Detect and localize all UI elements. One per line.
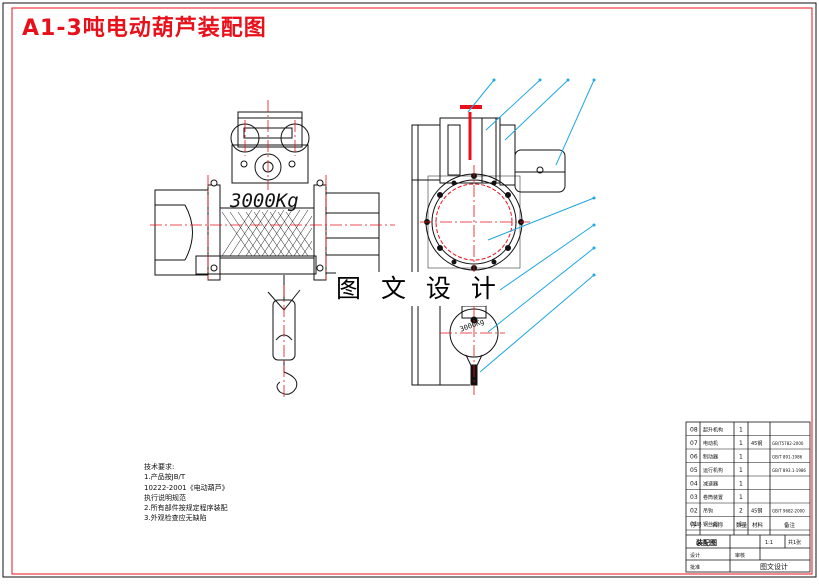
bom-cell-std: GB/T 9682-2000	[772, 509, 805, 514]
bom-cell-std: GB/T5782-2000	[772, 441, 804, 446]
bom-cell-name: 吊钩	[703, 508, 713, 515]
bom-cell-name: 运行机构	[703, 467, 723, 474]
front-centerlines	[150, 100, 395, 400]
bom-header-material: 材料	[752, 521, 764, 529]
notes-heading: 技术要求:	[144, 463, 175, 471]
front-view	[154, 111, 380, 395]
title-block-sheet: 共1张	[788, 539, 801, 546]
bom-header-no: 序号	[691, 521, 703, 529]
bom-cell-qty: 1	[739, 521, 743, 528]
bom-cell-name: 钢丝绳	[703, 521, 718, 528]
bom-cell-no: 01	[690, 521, 698, 528]
bom-cell-qty: 1	[739, 481, 743, 488]
title-block-scale: 1:1	[765, 540, 773, 546]
drum-base	[195, 255, 317, 275]
bom-cell-qty: 1	[739, 427, 743, 434]
side-motor	[514, 149, 566, 193]
bom-cell-name: 减速器	[703, 481, 718, 488]
notes-line-5: 3.外观检查应无缺陷	[144, 514, 207, 523]
bom-row-lines	[686, 435, 810, 531]
title-block-checked: 审核	[735, 552, 745, 559]
motor-housing	[325, 192, 380, 274]
trolley-frame	[237, 111, 303, 148]
notes-line-4: 2.所有部件按规定程序装配	[144, 504, 228, 513]
leader-dots	[492, 78, 596, 277]
hook	[276, 371, 298, 395]
left-end-housing	[154, 189, 209, 276]
drum-capacity-label: 3000Kg	[229, 190, 299, 212]
bom-header-qty: 数量	[736, 521, 748, 529]
bom-cell-qty: 1	[739, 494, 743, 501]
title-block-approved: 批准	[690, 564, 700, 571]
bom-cell-no: 02	[690, 508, 698, 515]
notes-line-3: 执行说明规范	[144, 493, 186, 502]
bom-cell-name: 制动器	[703, 454, 718, 461]
bom-cell-std: GB/T 893.1-1986	[772, 468, 806, 473]
rope-hatch	[221, 209, 313, 257]
drum	[219, 207, 315, 259]
bom-table	[685, 421, 811, 573]
bom-cell-qty: 2	[739, 508, 743, 515]
title-block-drawn: 设计	[690, 552, 700, 559]
bom-cell-qty: 1	[739, 454, 743, 461]
bom-cell-no: 04	[690, 481, 698, 488]
notes-line-2: 10222-2001《电动葫芦》	[144, 483, 229, 492]
part-leaders	[467, 79, 595, 373]
bom-header-std: 备注	[784, 521, 796, 529]
side-view	[411, 105, 566, 386]
notes-line-1: 1.产品按JB/T	[144, 473, 186, 482]
bom-cell-no: 07	[690, 440, 698, 447]
bom-cell-name: 卷筒装置	[703, 494, 723, 501]
bom-cell-material: 45钢	[751, 508, 762, 515]
bom-cell-material: 45钢	[751, 440, 762, 447]
title-block-drawing-name: 装配图	[695, 538, 717, 547]
bom-header-name: 名称	[712, 521, 724, 529]
watermark: 图 文 设 计	[336, 272, 496, 306]
bom-cell-qty: 1	[739, 467, 743, 474]
bom-cell-std: GB/T 891-1986	[772, 455, 803, 460]
bom-cell-no: 05	[690, 467, 698, 474]
technical-notes: 技术要求: 1.产品按JB/T 10222-2001《电动葫芦》 执行说明规范 …	[144, 462, 229, 524]
bom-cell-name: 起升机构	[703, 427, 723, 434]
bom-cell-no: 03	[690, 494, 698, 501]
bom-cell-no: 06	[690, 454, 698, 461]
bom-cell-no: 08	[690, 427, 698, 434]
inner-frame	[11, 7, 813, 575]
title-block-school: 图文设计	[760, 562, 788, 571]
bom-cell-name: 电动机	[703, 440, 718, 447]
bom-cell-qty: 1	[739, 440, 743, 447]
drawing-title: A1-3吨电动葫芦装配图	[22, 16, 267, 41]
